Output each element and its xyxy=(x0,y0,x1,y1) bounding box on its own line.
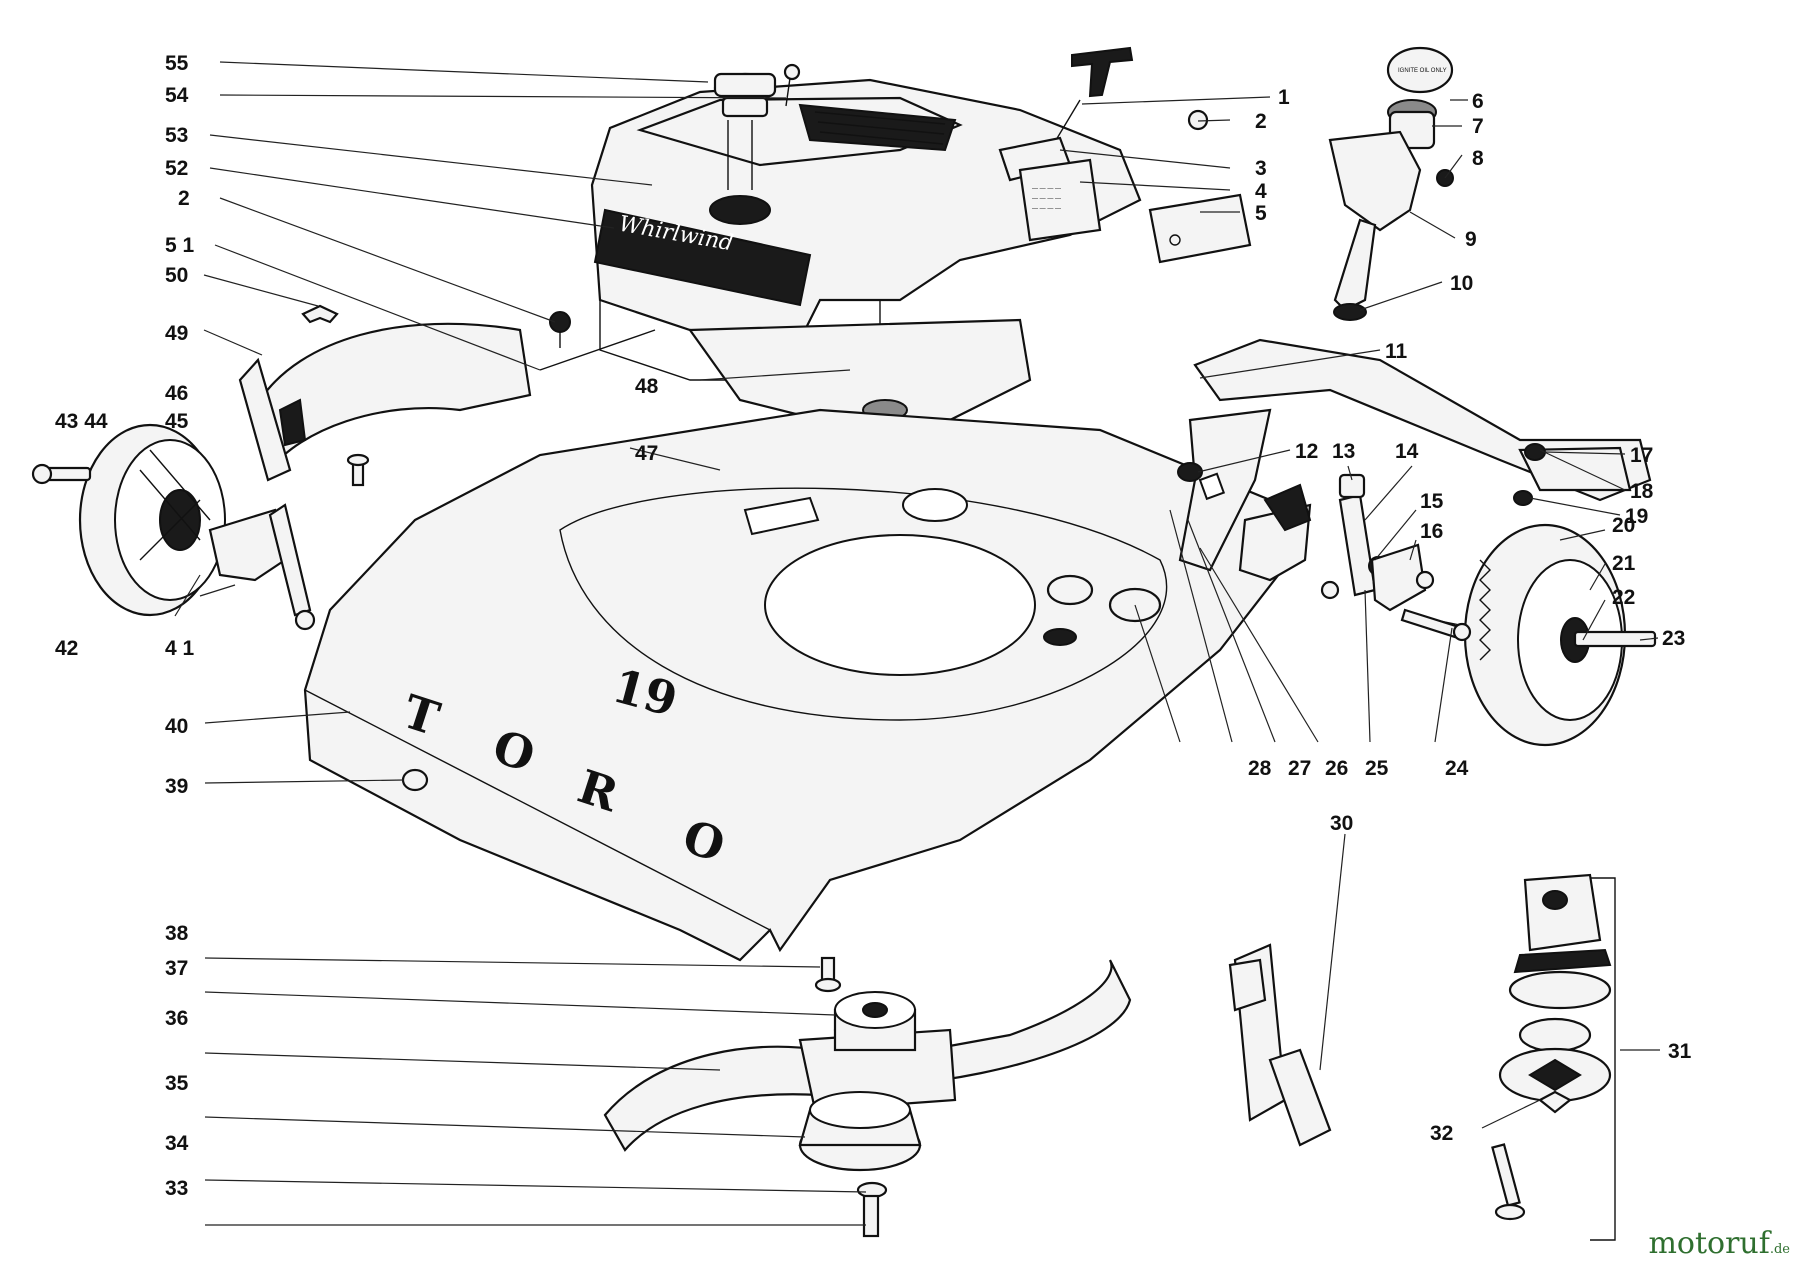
rear-deflector xyxy=(238,322,532,482)
engine-base xyxy=(687,318,1032,422)
svg-text:— — — —: — — — — xyxy=(1032,206,1061,212)
callout-30: 30 xyxy=(1330,812,1353,835)
callout-6: 6 xyxy=(1472,90,1484,113)
watermark-text: motoruf xyxy=(1648,1226,1770,1261)
fuel-cap xyxy=(709,72,777,225)
rear-wheel-left xyxy=(78,423,226,617)
screw-2-right xyxy=(1187,109,1209,131)
callout-55: 55 xyxy=(165,52,189,75)
callout-16: 16 xyxy=(1420,520,1443,543)
mulcher-assembly xyxy=(1491,873,1616,1241)
callout-5: 5 xyxy=(1255,202,1267,225)
callout-34: 34 xyxy=(165,1132,189,1155)
callout-49: 49 xyxy=(165,322,188,345)
callout-23: 23 xyxy=(1662,627,1685,650)
callout-46: 46 xyxy=(165,382,188,405)
callout-14: 14 xyxy=(1395,440,1419,463)
screw-38 xyxy=(814,956,842,993)
nut-39 xyxy=(401,768,429,792)
callout-1: 1 xyxy=(1278,86,1290,109)
height-adjust-arm xyxy=(1178,408,1461,626)
callout-51: 5 1 xyxy=(165,234,195,257)
axle-bolt-43 xyxy=(31,463,92,485)
callout-22: 22 xyxy=(1612,586,1635,609)
callout-3: 3 xyxy=(1255,157,1267,180)
callout-50: 50 xyxy=(165,264,188,287)
stud-45 xyxy=(346,453,370,487)
callout-42: 42 xyxy=(55,637,78,660)
callout-27: 27 xyxy=(1288,757,1311,780)
baffle xyxy=(1228,943,1332,1147)
leader-lines xyxy=(174,61,1660,1226)
callout-13: 13 xyxy=(1332,440,1355,463)
oil-fill-assembly: IGNITE OIL ONLY xyxy=(1328,46,1454,321)
blade-mount-cup xyxy=(798,1091,922,1172)
callout-28: 28 xyxy=(1248,757,1272,780)
callout-53: 53 xyxy=(165,124,188,147)
callout-10: 10 xyxy=(1450,272,1473,295)
washer-12 xyxy=(1177,462,1203,482)
blade-adapter xyxy=(833,991,917,1052)
callout-38: 38 xyxy=(165,922,189,945)
callout-2-left: 2 xyxy=(178,187,190,210)
callout-2-right: 2 xyxy=(1255,110,1267,133)
callout-20: 20 xyxy=(1612,514,1635,537)
callout-18: 18 xyxy=(1630,480,1654,503)
mower-deck xyxy=(303,408,1292,962)
callout-39: 39 xyxy=(165,775,188,798)
callout-25: 25 xyxy=(1365,757,1389,780)
callout-9: 9 xyxy=(1465,228,1477,251)
height-adjuster-left xyxy=(208,503,316,631)
callout-numbers: 55 54 53 52 2 5 1 50 49 46 45 43 44 48 4… xyxy=(55,52,1692,1200)
rod-51 xyxy=(539,329,656,371)
control-bracket: — — — — — — — — — — — — xyxy=(998,136,1102,242)
callout-52: 52 xyxy=(165,157,188,180)
callout-43-44: 43 44 xyxy=(55,410,108,433)
bolt-24 xyxy=(1400,608,1472,642)
callout-17: 17 xyxy=(1630,444,1653,467)
callout-36: 36 xyxy=(165,1007,188,1030)
wing-nut-50 xyxy=(301,304,339,324)
screw-2-left xyxy=(549,311,571,348)
deck-decal xyxy=(743,472,1226,536)
bracket-5 xyxy=(1148,193,1252,264)
callout-19: 19 xyxy=(1625,505,1648,528)
blade-bolt xyxy=(856,1181,888,1238)
callout-11: 11 xyxy=(1385,340,1408,363)
callout-8: 8 xyxy=(1472,147,1484,170)
callout-15: 15 xyxy=(1420,490,1444,513)
callout-54: 54 xyxy=(165,84,189,107)
callout-40: 40 xyxy=(165,715,188,738)
callout-31: 31 xyxy=(1668,1040,1692,1063)
wheel-right xyxy=(1463,523,1657,747)
callout-26: 26 xyxy=(1325,757,1348,780)
svg-text:— — — —: — — — — xyxy=(1032,186,1061,192)
watermark-suffix: .de xyxy=(1769,1242,1790,1257)
callout-35: 35 xyxy=(165,1072,189,1095)
callout-48: 48 xyxy=(635,375,659,398)
watermark-logo: motoruf.de xyxy=(1648,1226,1790,1261)
callout-33: 33 xyxy=(165,1177,188,1200)
callout-7: 7 xyxy=(1472,115,1484,138)
callout-12: 12 xyxy=(1295,440,1318,463)
callout-4: 4 xyxy=(1255,180,1267,203)
callout-45: 45 xyxy=(165,410,189,433)
callout-32: 32 xyxy=(1430,1122,1453,1145)
callout-41: 4 1 xyxy=(165,637,195,660)
screw-54 xyxy=(783,63,801,107)
svg-text:— — — —: — — — — xyxy=(1032,196,1061,202)
callout-24: 24 xyxy=(1445,757,1469,780)
oil-cap-text: IGNITE OIL ONLY xyxy=(1398,68,1447,74)
callout-47: 47 xyxy=(635,442,658,465)
callout-21: 21 xyxy=(1612,552,1636,575)
callout-37: 37 xyxy=(165,957,188,980)
